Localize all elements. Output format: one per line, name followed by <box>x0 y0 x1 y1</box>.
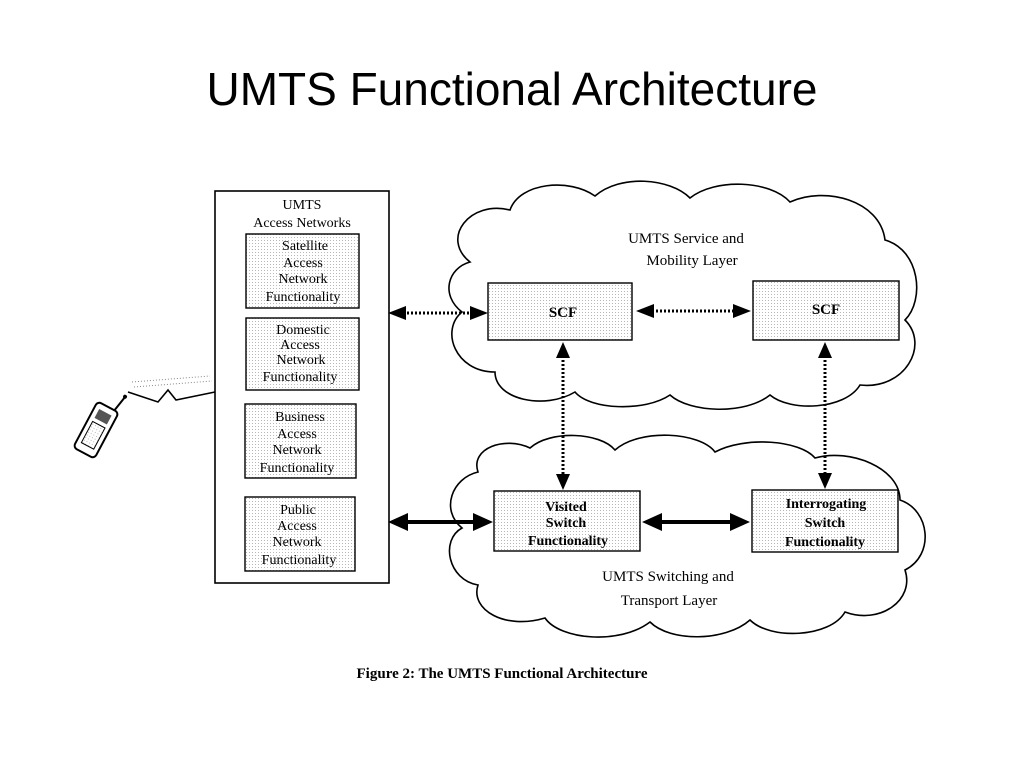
access-heading-2: Access Networks <box>253 216 351 231</box>
domestic-line-1: Domestic <box>276 323 330 338</box>
business-line-3: Network <box>273 443 322 458</box>
visited-switch-box: Visited Switch Functionality <box>493 490 641 552</box>
dotted-arrow-scf-interrogating <box>818 342 832 489</box>
domestic-line-3: Network <box>277 353 326 368</box>
dotted-arrow-access-scf <box>388 306 488 320</box>
public-line-1: Public <box>280 503 316 518</box>
solid-arrow-access-visited <box>388 513 493 531</box>
radio-link-icon <box>127 375 216 403</box>
public-line-3: Network <box>273 535 322 550</box>
scf-right-label: SCF <box>812 302 840 318</box>
satellite-line-2: Access <box>283 256 323 271</box>
dotted-arrow-scf-scf <box>636 304 751 318</box>
visited-line-2: Switch <box>546 516 587 531</box>
public-line-4: Functionality <box>262 553 337 568</box>
public-access-box: Public Access Network Functionality <box>244 496 356 572</box>
slide-title: UMTS Functional Architecture <box>206 63 818 115</box>
access-heading-1: UMTS <box>283 198 322 213</box>
switching-layer-label-1: UMTS Switching and <box>602 569 734 585</box>
service-layer-label-1: UMTS Service and <box>628 231 744 247</box>
business-line-4: Functionality <box>260 461 335 476</box>
business-line-1: Business <box>275 410 325 425</box>
domestic-line-2: Access <box>280 338 320 353</box>
visited-line-1: Visited <box>545 500 587 515</box>
satellite-line-4: Functionality <box>266 290 341 305</box>
figure-caption: Figure 2: The UMTS Functional Architectu… <box>357 666 648 682</box>
interrogating-switch-box: Interrogating Switch Functionality <box>751 489 899 553</box>
dotted-arrow-scf-visited <box>556 342 570 490</box>
interrogating-line-3: Functionality <box>785 535 865 550</box>
satellite-access-box: Satellite Access Network Functionality <box>245 233 360 309</box>
satellite-line-3: Network <box>279 272 328 287</box>
visited-line-3: Functionality <box>528 534 608 549</box>
solid-arrow-visited-interrogating <box>642 513 750 531</box>
domestic-access-box: Domestic Access Network Functionality <box>245 317 360 391</box>
mobile-phone-icon <box>73 394 128 459</box>
satellite-line-1: Satellite <box>282 239 328 254</box>
interrogating-line-2: Switch <box>805 516 846 531</box>
switching-layer-label-2: Transport Layer <box>621 593 718 609</box>
scf-right-box: SCF <box>752 280 900 341</box>
scf-left-box: SCF <box>487 282 633 341</box>
business-access-box: Business Access Network Functionality <box>244 403 357 479</box>
service-layer-label-2: Mobility Layer <box>646 253 737 269</box>
switching-transport-cloud <box>448 434 926 638</box>
domestic-line-4: Functionality <box>263 370 338 385</box>
scf-left-label: SCF <box>549 305 577 321</box>
business-line-2: Access <box>277 427 317 442</box>
interrogating-line-1: Interrogating <box>786 497 867 512</box>
public-line-2: Access <box>277 519 317 534</box>
